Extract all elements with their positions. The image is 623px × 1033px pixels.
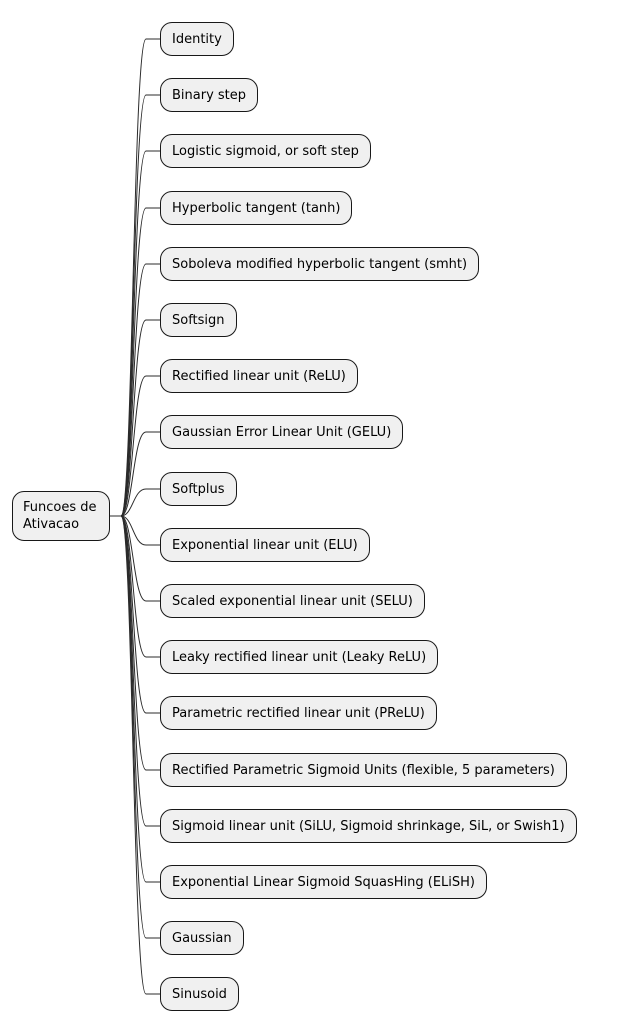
mindmap-node-label: Parametric rectified linear unit (PReLU) [172,705,425,721]
mindmap-node-label: Exponential Linear Sigmoid SquasHing (EL… [172,874,476,890]
mindmap-node: Scaled exponential linear unit (SELU) [160,584,425,618]
mindmap-node-label: Softplus [172,481,225,497]
connector-line [110,375,160,517]
mindmap-node-label: Identity [172,31,222,47]
mindmap-node: Binary step [160,78,259,112]
mindmap-node-label: Binary step [172,87,247,103]
mindmap-node-label: Rectified Parametric Sigmoid Units (flex… [172,762,555,778]
mindmap-node-label: Leaky rectified linear unit (Leaky ReLU) [172,649,427,665]
mindmap-node-label: Gaussian Error Linear Unit (GELU) [172,424,392,440]
mindmap-node: Sinusoid [160,977,239,1011]
connector-line [110,488,160,517]
mindmap-node-label: Logistic sigmoid, or soft step [172,143,359,159]
mindmap-node: Leaky rectified linear unit (Leaky ReLU) [160,640,439,674]
mindmap-node: Logistic sigmoid, or soft step [160,134,371,168]
mindmap-node-label: Rectified linear unit (ReLU) [172,368,346,384]
mindmap-node: Rectified linear unit (ReLU) [160,359,358,393]
mindmap-node-label: Hyperbolic tangent (tanh) [172,200,341,216]
connector-line [110,431,160,517]
root-node-label-line2: Ativacao [23,517,80,532]
connector-line [110,94,160,517]
mindmap-node-label: Gaussian [172,930,232,946]
mindmap-node: Hyperbolic tangent (tanh) [160,191,353,225]
mindmap-node: Rectified Parametric Sigmoid Units (flex… [160,753,567,787]
connector-line [110,263,160,517]
root-node: Funcoes de Ativacao [12,491,110,541]
mindmap-node: Gaussian [160,921,244,955]
mindmap-node-label: Sigmoid linear unit (SiLU, Sigmoid shrin… [172,818,565,834]
mindmap-node-label: Scaled exponential linear unit (SELU) [172,593,413,609]
mindmap-node-label: Softsign [172,312,225,328]
connector-line [110,515,160,546]
mindmap-node-label: Exponential linear unit (ELU) [172,537,358,553]
mindmap-node: Softplus [160,472,237,506]
mindmap-node-label: Soboleva modified hyperbolic tangent (sm… [172,256,468,272]
mindmap-node-label: Sinusoid [172,986,227,1002]
connector-line [110,319,160,517]
mindmap-node: Sigmoid linear unit (SiLU, Sigmoid shrin… [160,809,577,843]
mindmap-node: Identity [160,22,234,56]
mindmap-node: Softsign [160,303,237,337]
mindmap-node: Exponential Linear Sigmoid SquasHing (EL… [160,865,488,899]
root-node-label-line1: Funcoes de [23,500,97,515]
mindmap-node: Soboleva modified hyperbolic tangent (sm… [160,247,480,281]
mindmap-node: Parametric rectified linear unit (PReLU) [160,696,437,730]
connector-line [110,515,160,602]
mindmap-node: Exponential linear unit (ELU) [160,528,370,562]
mindmap-node: Gaussian Error Linear Unit (GELU) [160,415,404,449]
connector-line [110,515,160,995]
connector-line [110,515,160,939]
